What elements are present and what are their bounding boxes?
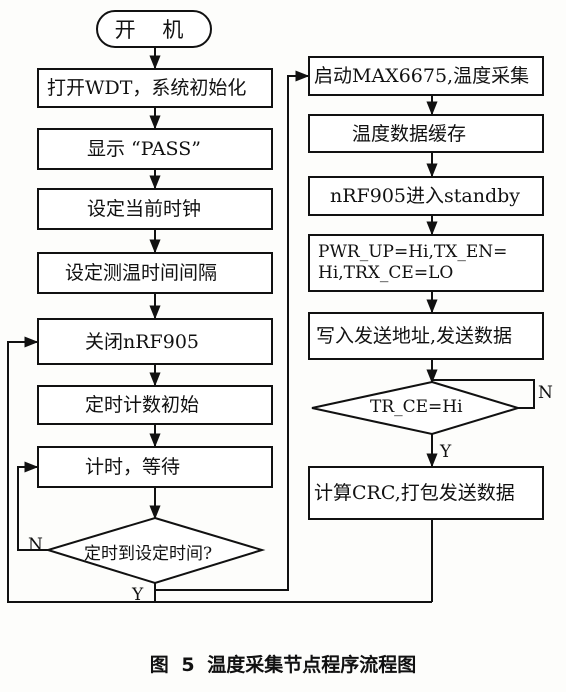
arrow-yes-to-right xyxy=(154,70,310,591)
arrow-yes-to-close xyxy=(7,336,156,603)
step-wait: 计时，等待 xyxy=(37,446,273,488)
step-set-clock: 设定当前时钟 xyxy=(37,188,273,230)
start-terminal: 开 机 xyxy=(96,10,212,48)
arrow-right-no-loop xyxy=(432,379,535,409)
step-init: 打开WDT，系统初始化 xyxy=(37,68,273,108)
step-temp-cache: 温度数据缓存 xyxy=(308,114,544,153)
step-close-nrf905: 关闭nRF905 xyxy=(37,318,273,365)
right-decision-diamond xyxy=(311,380,522,436)
step-display-pass: 显示 “PASS” xyxy=(37,128,273,170)
figure-caption: 图 5 温度采集节点程序流程图 xyxy=(149,654,417,676)
step-crc-pack: 计算CRC,打包发送数据 xyxy=(308,466,544,520)
left-decision-yes: Y xyxy=(132,585,144,605)
step-start-max6675: 启动MAX6675,温度采集 xyxy=(308,56,544,96)
right-decision-no: N xyxy=(538,383,553,403)
left-decision-no: N xyxy=(28,535,43,555)
step-set-interval: 设定测温时间间隔 xyxy=(37,252,273,294)
left-decision-diamond xyxy=(44,516,266,585)
left-decision-label: 定时到设定时间? xyxy=(84,544,213,564)
right-decision-label: TR_CE=Hi xyxy=(370,397,463,417)
step-standby: nRF905进入standby xyxy=(308,176,544,216)
arrow-no-loop xyxy=(17,461,48,551)
right-decision-yes: Y xyxy=(440,442,452,462)
step-pwr-up: PWR_UP=Hi,TX_EN= Hi,TRX_CE=LO xyxy=(308,234,544,292)
step-timer-init: 定时计数初始 xyxy=(37,385,273,425)
step-write-send: 写入发送地址,发送数据 xyxy=(308,312,544,360)
